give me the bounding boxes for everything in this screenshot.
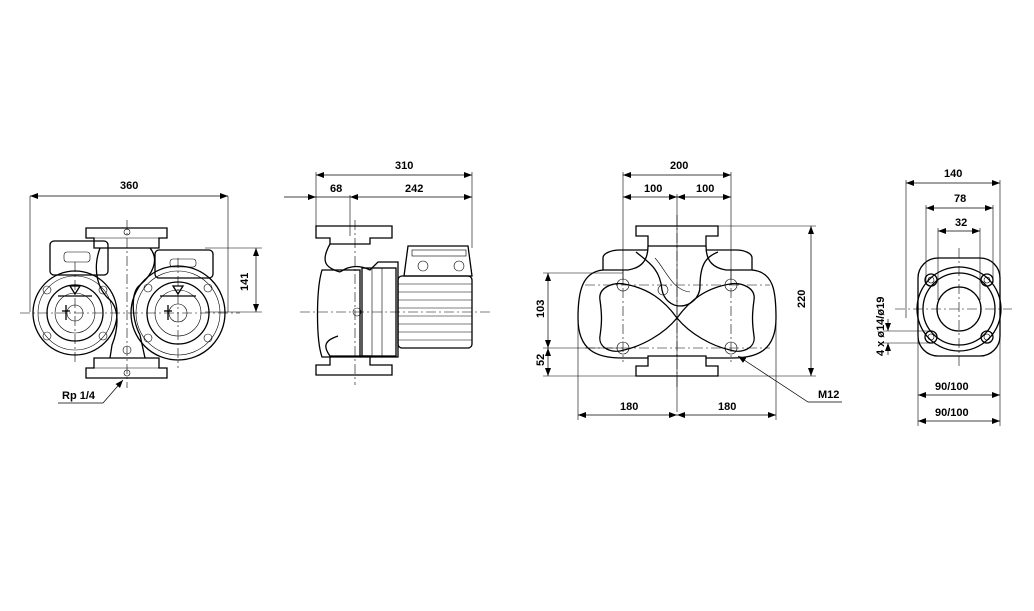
top-right-half-dimension: 100 (696, 183, 714, 195)
front-port-label: Rp 1/4 (62, 390, 96, 402)
flange-bore-dimension: 32 (955, 217, 967, 229)
top-height-dimension: 220 (796, 290, 808, 308)
flange-outer-dimension: 140 (944, 168, 962, 180)
top-thread-label: M12 (818, 389, 839, 401)
top-upper-dimension: 103 (535, 300, 547, 318)
top-view: 200 100 100 220 (535, 160, 842, 420)
top-lower-dimension: 52 (535, 354, 547, 366)
top-width-dimension: 200 (670, 160, 688, 172)
flange-view: 140 78 32 4 x ø14/ø19 (875, 168, 1012, 426)
top-bottom-right-dimension: 180 (718, 401, 736, 413)
front-width-dimension: 360 (120, 180, 138, 192)
flange-diameter1-label: 90/100 (935, 381, 969, 393)
flange-bolt-dimension: 78 (954, 193, 966, 205)
side-view: 310 68 242 (284, 160, 490, 385)
side-total-dimension: 310 (395, 160, 413, 172)
flange-holes-label: 4 x ø14/ø19 (875, 297, 887, 356)
side-left-dimension: 68 (330, 183, 342, 195)
top-bottom-left-dimension: 180 (620, 401, 638, 413)
front-height-dimension: 141 (239, 273, 251, 291)
top-left-half-dimension: 100 (644, 183, 662, 195)
flange-diameter2-label: 90/100 (935, 407, 969, 419)
side-right-dimension: 242 (405, 183, 423, 195)
front-view: 360 141 (20, 180, 262, 404)
